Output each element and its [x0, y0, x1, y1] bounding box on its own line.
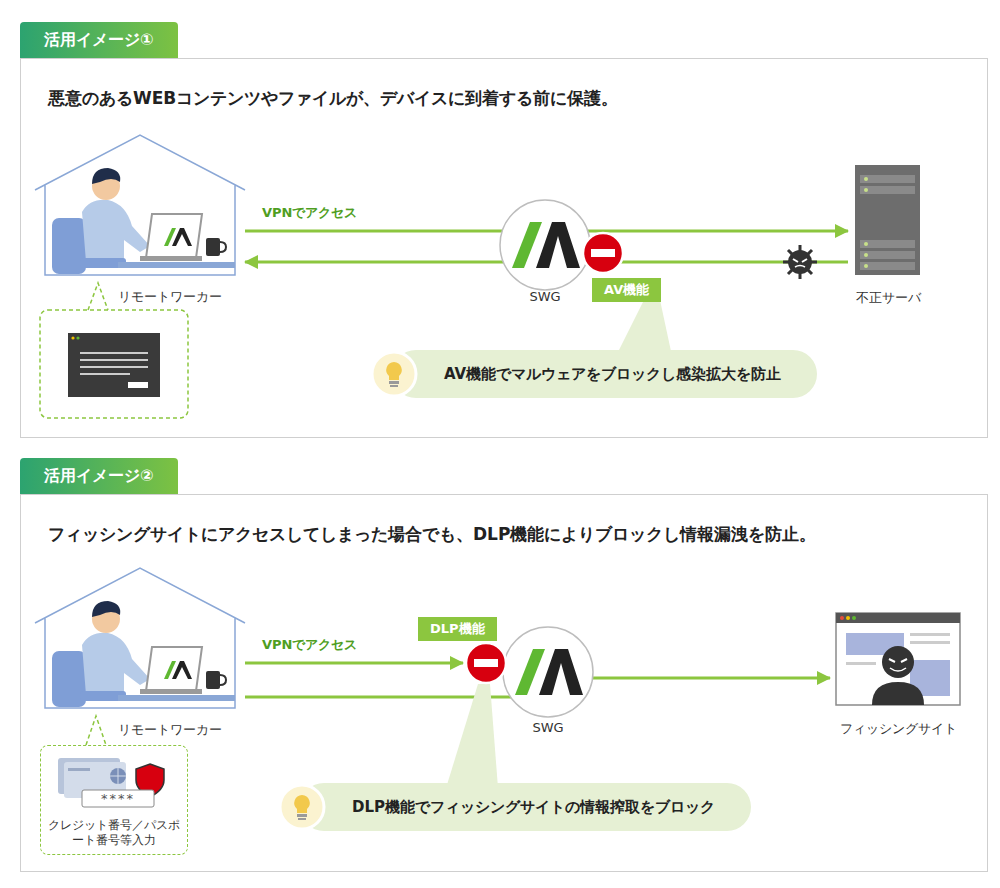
remote-worker: リモートワーカー — [30, 130, 245, 306]
swg-node: SWG — [503, 627, 593, 737]
house-illustration — [35, 568, 245, 708]
phishing-site-icon — [836, 613, 960, 705]
leader-line — [86, 716, 106, 745]
panel-tab: 活用イメージ② — [20, 458, 178, 494]
card-illustration — [58, 758, 164, 807]
node-label: SWG — [532, 719, 563, 737]
connector-arrow — [245, 696, 513, 699]
usage-panel: 活用イメージ① 悪意のあるWEBコンテンツやファイルが、デバイスに到着する前に保護… — [20, 22, 988, 438]
callout-wedge — [616, 300, 672, 356]
panel-heading: フィッシングサイトにアクセスしてしまった場合でも、DLP機能によりブロックし情報… — [48, 522, 968, 546]
callout-wedge — [446, 684, 498, 788]
block-sign — [583, 233, 623, 273]
house-illustration — [35, 135, 245, 275]
callout-pill: AV機能でマルウェアをブロックし感染拡大を防止 — [392, 350, 817, 398]
function-badge: DLP機能 — [418, 617, 497, 641]
swg-logo — [500, 200, 590, 290]
node-label: リモートワーカー — [118, 721, 245, 739]
callout-text: AV機能でマルウェアをブロックし感染拡大を防止 — [444, 365, 781, 384]
block-sign — [466, 643, 506, 683]
swg-node: SWG — [500, 200, 590, 306]
node-label: 不正サーバ — [856, 289, 921, 307]
screen-bubble — [40, 310, 188, 418]
leader-line — [88, 283, 108, 310]
server-icon — [855, 165, 920, 275]
swg-logo — [503, 627, 593, 717]
endpoint-node: 不正サーバ — [848, 165, 928, 307]
callout-text: DLP機能でフィッシングサイトの情報搾取をブロック — [352, 798, 715, 817]
bulb-icon — [278, 783, 326, 831]
node-label: フィッシングサイト — [840, 720, 957, 738]
panel-tab: 活用イメージ① — [20, 22, 178, 58]
usage-panel: 活用イメージ② フィッシングサイトにアクセスしてしまった場合でも、DLP機能により… — [20, 458, 988, 872]
callout-pill: DLP機能でフィッシングサイトの情報搾取をブロック — [300, 783, 751, 831]
connector-arrow — [245, 261, 506, 264]
badge-label: AV機能 — [604, 280, 649, 300]
node-label: SWG — [529, 288, 560, 306]
endpoint-node: フィッシングサイト — [830, 613, 966, 738]
connector-arrow — [245, 230, 506, 233]
browser-window-icon — [68, 333, 160, 397]
bulb-icon — [370, 350, 418, 398]
bubble-text: クレジット番号／パスポート番号等入力 — [47, 818, 181, 848]
remote-worker: リモートワーカー — [30, 563, 245, 739]
connector-arrow — [245, 662, 463, 665]
badge-label: DLP機能 — [430, 619, 485, 639]
panel-heading: 悪意のあるWEBコンテンツやファイルが、デバイスに到着する前に保護。 — [48, 86, 968, 110]
connector-arrow — [587, 677, 830, 680]
edge-label: VPNでアクセス — [259, 204, 360, 222]
node-label: リモートワーカー — [118, 288, 245, 306]
function-badge: AV機能 — [592, 278, 661, 302]
malware-bug — [783, 245, 817, 279]
edge-label: VPNでアクセス — [259, 636, 360, 654]
connector-arrow — [584, 230, 848, 233]
masked-input: **** — [82, 791, 154, 807]
